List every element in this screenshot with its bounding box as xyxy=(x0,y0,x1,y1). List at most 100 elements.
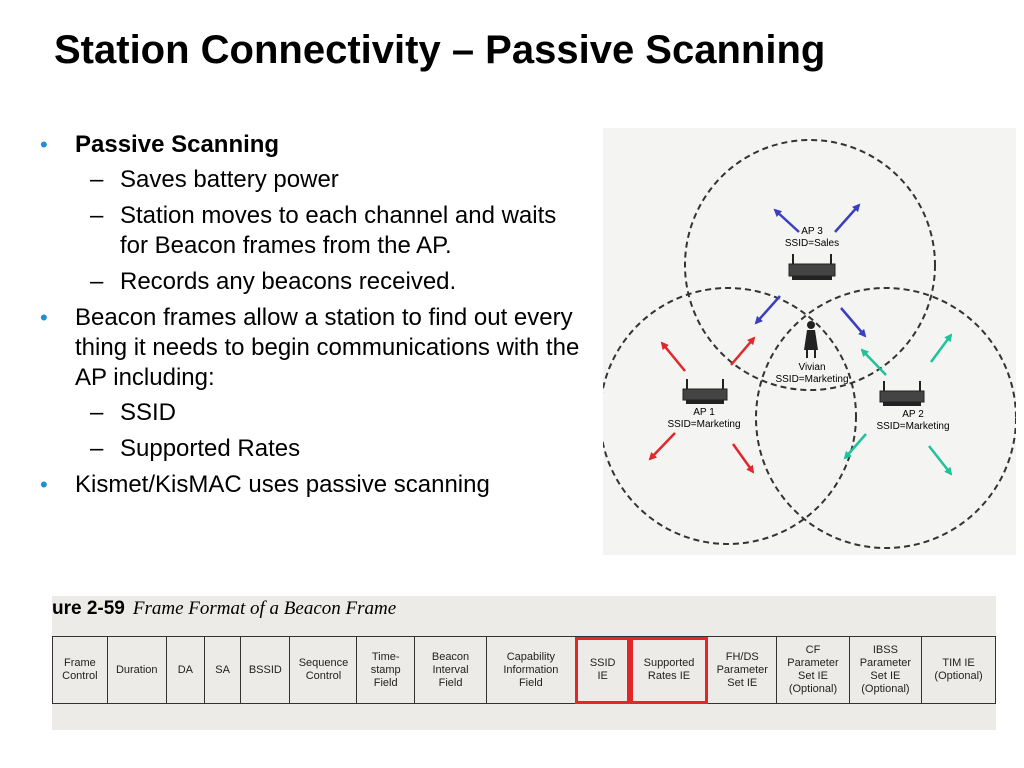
bullet-dot-icon: • xyxy=(40,132,48,157)
ap1-device-icon xyxy=(682,379,728,404)
ap2-arrow xyxy=(843,433,867,460)
sub-bullet-dash-icon: – xyxy=(90,435,104,462)
station-ssid-label: SSID=Marketing xyxy=(775,374,848,385)
frame-field-label: (Optional) xyxy=(861,683,910,695)
frame-field-label: Interval xyxy=(432,663,469,676)
station-person-icon xyxy=(804,321,818,358)
beacon-frame-figure: ure 2-59 Frame Format of a Beacon Frame F… xyxy=(52,596,996,730)
frame-field-label: IBSS xyxy=(872,644,898,656)
frame-field-label: Supported xyxy=(643,657,695,669)
bullet-item: •Beacon frames allow a station to find o… xyxy=(40,303,580,393)
ap2-arrow xyxy=(929,333,953,363)
sub-bullet-dash-icon: – xyxy=(90,166,104,193)
frame-field-label: SSID xyxy=(589,657,616,669)
frame-field-label: Control xyxy=(62,670,98,682)
sub-bullet-item: –Supported Rates xyxy=(40,434,580,464)
frame-field-label: Set IE xyxy=(797,670,828,682)
ap1-name-label: AP 1 xyxy=(693,407,715,418)
ap1-ssid-label: SSID=Marketing xyxy=(667,419,740,430)
sub-bullet-text: Records any beacons received. xyxy=(120,268,457,295)
station-name-label: Vivian xyxy=(798,362,825,373)
frame-field-label: IE xyxy=(597,670,608,682)
frame-field-cell: SA xyxy=(203,636,242,704)
frame-field-label: Capability xyxy=(506,650,556,663)
sub-bullet-text: Station moves to each channel and waits … xyxy=(120,202,557,259)
bullet-text: Beacon frames allow a station to find ou… xyxy=(75,304,580,391)
frame-field-label: Field xyxy=(373,676,398,689)
frame-field-label: BSSID xyxy=(248,663,282,676)
slide-title: Station Connectivity – Passive Scanning xyxy=(54,28,826,72)
ap2-arrow xyxy=(860,348,887,376)
ap3-device-icon xyxy=(788,254,836,280)
figure-caption: ure 2-59 Frame Format of a Beacon Frame xyxy=(52,598,396,620)
sub-bullet-item: –SSID xyxy=(40,398,580,428)
frame-field-label: FH/DS xyxy=(725,650,759,663)
frame-field-label: Control xyxy=(305,670,342,682)
frame-field-label: (Optional) xyxy=(934,670,983,682)
sub-bullet-dash-icon: – xyxy=(90,268,104,295)
ap3-coverage-circle xyxy=(684,139,936,391)
ap2-coverage-circle xyxy=(755,287,1016,549)
sub-bullet-text: SSID xyxy=(120,399,177,426)
sub-bullet-text: Saves battery power xyxy=(120,166,339,193)
sub-bullet-item: –Records any beacons received. xyxy=(40,267,580,297)
figure-title: Frame Format of a Beacon Frame xyxy=(132,598,397,619)
frame-field-label: Parameter xyxy=(787,657,839,669)
frame-field-cell: DA xyxy=(165,636,205,704)
sub-bullet-item: –Saves battery power xyxy=(40,165,580,195)
ap3-arrow xyxy=(754,295,781,325)
ap3-arrow xyxy=(773,208,800,233)
ap2-arrow xyxy=(928,445,953,476)
frame-field-label: SA xyxy=(215,663,230,676)
frame-field-label: Parameter xyxy=(859,657,912,669)
bullet-text: Kismet/KisMAC uses passive scanning xyxy=(75,471,490,498)
frame-field-cell: TIM IE(Optional) xyxy=(921,636,996,704)
frame-field-label: (Optional) xyxy=(788,683,838,695)
frame-field-label: Information xyxy=(503,663,559,676)
ap2-name-label: AP 2 xyxy=(902,409,924,420)
frame-field-label: Frame xyxy=(63,657,96,669)
figure-number: ure 2-59 xyxy=(52,598,125,619)
frame-field-label: DA xyxy=(177,663,193,676)
frame-field-label: CF xyxy=(805,644,821,656)
ap1-arrow xyxy=(730,336,756,366)
frame-field-label: Field xyxy=(518,676,543,689)
sub-bullet-item: –Station moves to each channel and waits… xyxy=(40,201,580,261)
bullet-item: • Kismet/KisMAC uses passive scanning xyxy=(40,470,580,500)
sub-bullet-text: Supported Rates xyxy=(120,435,301,462)
frame-field-label: Sequence xyxy=(298,657,349,669)
frame-field-label: Duration xyxy=(115,663,158,676)
sub-bullet-dash-icon: – xyxy=(90,399,104,426)
bullet-item: • Passive Scanning xyxy=(40,130,580,160)
frame-field-label: TIM IE xyxy=(942,657,975,669)
frame-field-label: Set IE xyxy=(870,670,901,682)
ap3-arrow xyxy=(834,203,861,233)
frame-field-label: Field xyxy=(438,676,463,689)
diagram-svg: AP 3 SSID=Sales Vivian SSID=Marketing AP… xyxy=(603,139,1016,549)
frame-field-label: Time- xyxy=(371,650,400,663)
frame-field-cell: Duration xyxy=(106,636,167,704)
ap1-arrow xyxy=(648,432,676,461)
frame-field-cell: BSSID xyxy=(240,636,291,704)
frame-field-label: Beacon xyxy=(431,650,470,663)
ap2-ssid-label: SSID=Marketing xyxy=(876,421,949,432)
sub-bullet-dash-icon: – xyxy=(90,202,104,229)
bullet-dot-icon: • xyxy=(40,472,48,497)
frame-field-label: stamp xyxy=(370,663,401,676)
passive-scanning-diagram: AP 3 SSID=Sales Vivian SSID=Marketing AP… xyxy=(603,128,1016,555)
ap3-arrow xyxy=(840,307,867,338)
frame-field-label: Parameter xyxy=(716,663,768,676)
bullet-list: •Passive Scanning–Saves battery power–St… xyxy=(40,130,580,505)
bullet-text: Passive Scanning xyxy=(75,131,280,158)
